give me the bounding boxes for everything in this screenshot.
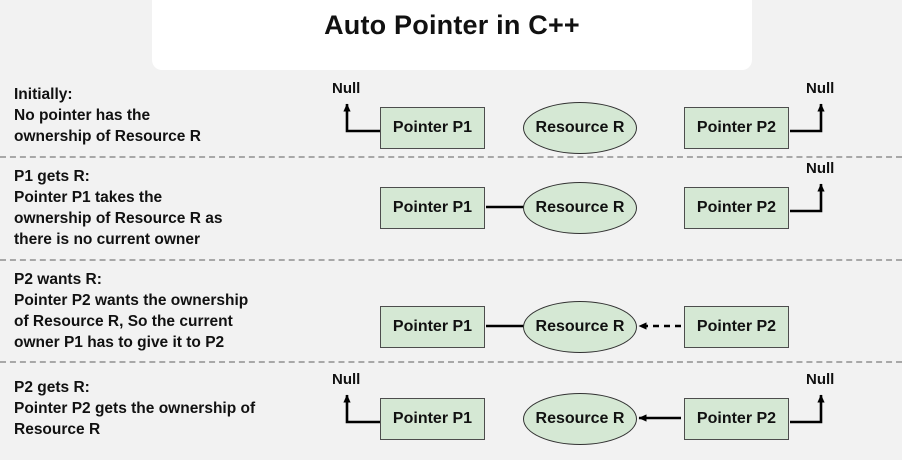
row-p2-wants-r-description: P2 wants R: Pointer P2 wants the ownersh… — [14, 269, 324, 353]
desc-line: ownership of Resource R — [14, 128, 201, 145]
desc-line: P2 wants R: — [14, 271, 102, 288]
desc-line: Pointer P2 wants the ownership — [14, 292, 249, 309]
row-divider-1 — [0, 156, 902, 158]
row-p2-gets-r-description: P2 gets R: Pointer P2 gets the ownership… — [14, 377, 324, 440]
p1-null-arrow — [343, 103, 380, 133]
resource-r-node[interactable]: Resource R — [523, 102, 637, 154]
desc-line: ownership of Resource R as — [14, 210, 223, 227]
pointer-p1-box[interactable]: Pointer P1 — [380, 187, 485, 229]
null-label-p1: Null — [332, 80, 361, 97]
p2-null-arrow — [790, 103, 825, 133]
title-card: Auto Pointer in C++ — [152, 0, 752, 70]
desc-line: Pointer P2 gets the ownership of — [14, 400, 256, 417]
resource-r-node[interactable]: Resource R — [523, 301, 637, 353]
resource-r-node[interactable]: Resource R — [523, 182, 637, 234]
p1-null-arrow — [343, 394, 380, 424]
desc-line: P2 gets R: — [14, 379, 90, 396]
desc-line: Initially: — [14, 86, 73, 103]
desc-line: Pointer P1 takes the — [14, 189, 163, 206]
null-label-p2: Null — [806, 160, 835, 177]
null-label-p1: Null — [332, 371, 361, 388]
page-title: Auto Pointer in C++ — [324, 10, 580, 40]
desc-line: No pointer has the — [14, 107, 151, 124]
resource-r-node[interactable]: Resource R — [523, 393, 637, 445]
row-divider-3 — [0, 361, 902, 363]
desc-line: Resource R — [14, 421, 101, 438]
pointer-p2-box[interactable]: Pointer P2 — [684, 107, 789, 149]
pointer-p1-box[interactable]: Pointer P1 — [380, 398, 485, 440]
desc-line: there is no current owner — [14, 231, 201, 248]
p2-null-arrow — [790, 183, 825, 213]
row-p1-gets-r-description: P1 gets R: Pointer P1 takes the ownershi… — [14, 166, 324, 250]
desc-line: P1 gets R: — [14, 168, 90, 185]
p2-null-arrow — [790, 394, 825, 424]
pointer-p2-box[interactable]: Pointer P2 — [684, 306, 789, 348]
desc-line: owner P1 has to give it to P2 — [14, 334, 225, 351]
desc-line: of Resource R, So the current — [14, 313, 233, 330]
row-divider-2 — [0, 259, 902, 261]
pointer-p1-box[interactable]: Pointer P1 — [380, 306, 485, 348]
pointer-p2-box[interactable]: Pointer P2 — [684, 187, 789, 229]
null-label-p2: Null — [806, 371, 835, 388]
null-label-p2: Null — [806, 80, 835, 97]
row-initially-description: Initially: No pointer has the ownership … — [14, 84, 324, 147]
pointer-p2-box[interactable]: Pointer P2 — [684, 398, 789, 440]
pointer-p1-box[interactable]: Pointer P1 — [380, 107, 485, 149]
